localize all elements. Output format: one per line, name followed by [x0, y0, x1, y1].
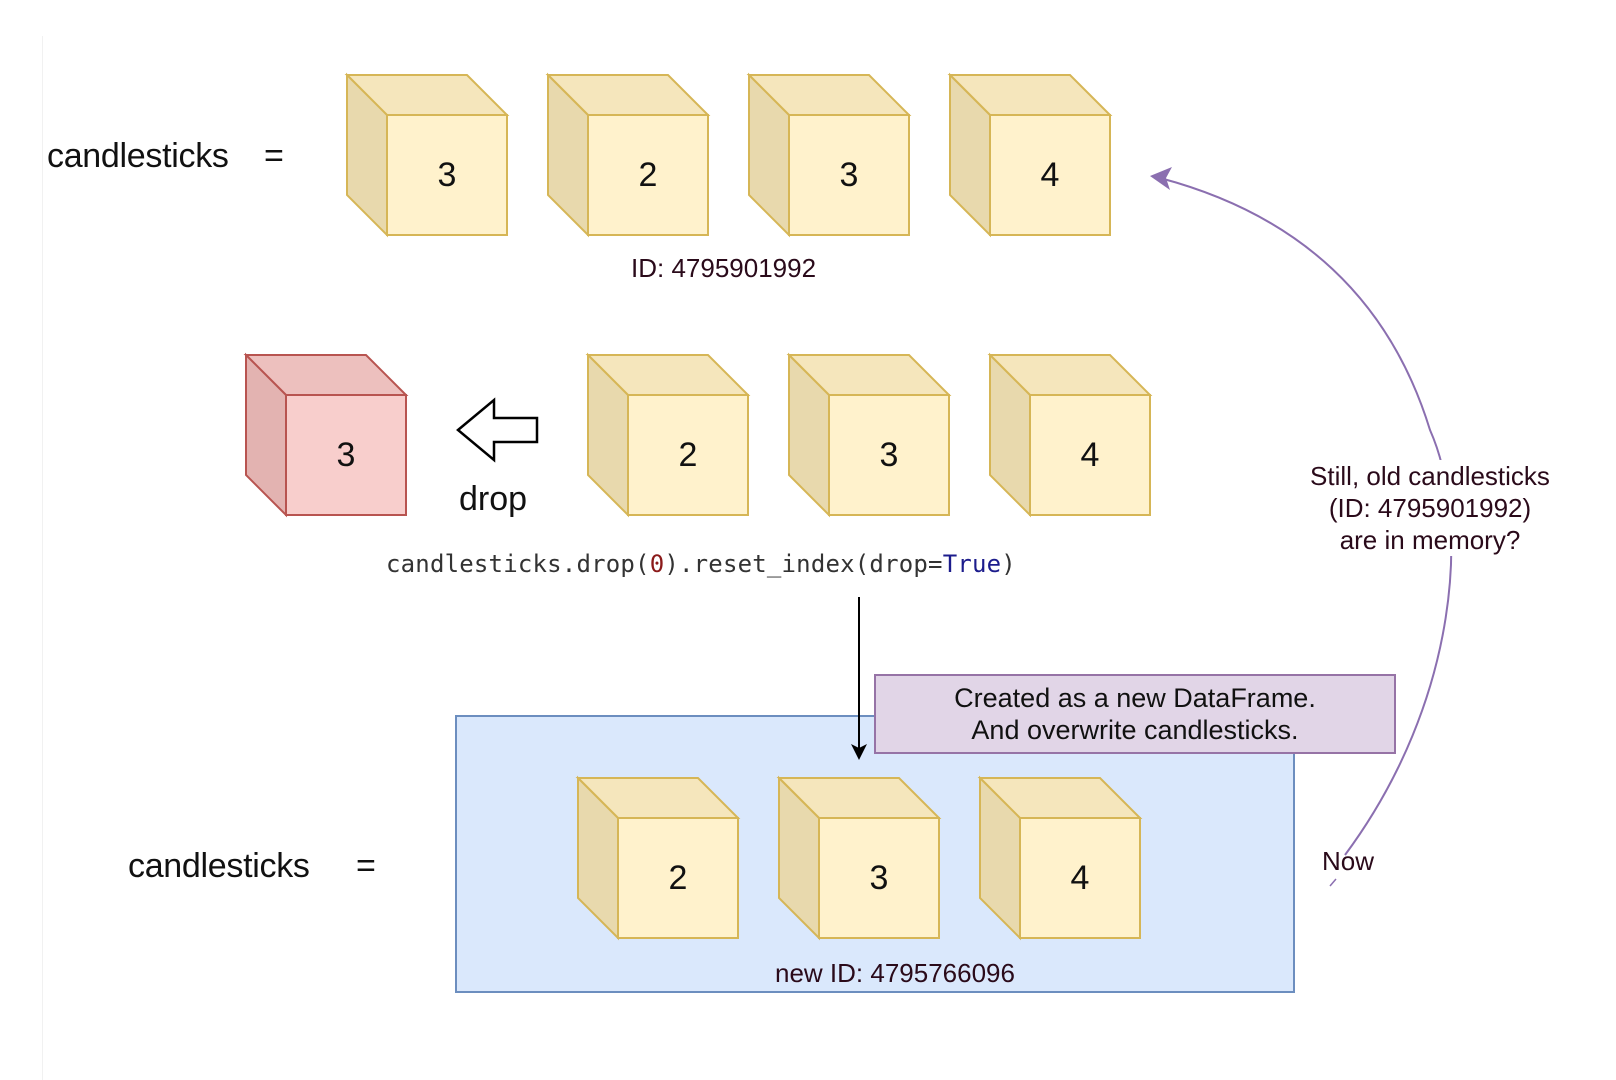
cube-shape [545, 72, 711, 238]
cube-shape [977, 775, 1143, 941]
drop-label: drop [459, 480, 528, 518]
cube-shape [344, 72, 510, 238]
new-id-label: new ID: 4795766096 [775, 958, 1015, 988]
note-line-2: And overwrite candlesticks. [971, 715, 1299, 745]
cube-shape [243, 352, 409, 518]
cube-value: 4 [1070, 859, 1090, 897]
top-variable-label: candlesticks [47, 137, 229, 175]
cube-value: 4 [1040, 156, 1060, 194]
cube-front-face [587, 114, 709, 236]
middle-cube-2: 3 [786, 352, 952, 518]
cube-front-face [828, 394, 950, 516]
cube-shape [585, 352, 751, 518]
cube-front-face [989, 114, 1111, 236]
bottom-cube-2: 3 [776, 775, 942, 941]
cube-value: 3 [869, 859, 889, 897]
top-cube-2: 2 [545, 72, 711, 238]
cube-front-face [386, 114, 508, 236]
cube-value: 3 [879, 436, 899, 474]
code-keyword: True [942, 550, 1002, 578]
top-cube-3: 3 [746, 72, 912, 238]
code-suffix: ) [1001, 550, 1016, 578]
cube-front-face [818, 817, 940, 939]
cube-shape [786, 352, 952, 518]
cube-value: 2 [638, 156, 658, 194]
memory-question: Still, old candlesticks (ID: 4795901992)… [1290, 460, 1570, 556]
cube-shape [947, 72, 1113, 238]
bottom-cube-3: 4 [977, 775, 1143, 941]
bottom-variable-label: candlesticks [128, 847, 310, 885]
middle-cube-1: 2 [585, 352, 751, 518]
dropped-cube: 3 [243, 352, 409, 518]
cube-shape [575, 775, 741, 941]
cube-value: 3 [336, 436, 356, 474]
question-line-1: Still, old candlesticks [1310, 461, 1550, 491]
memory-curve-arrowhead-icon [1150, 167, 1172, 190]
cube-front-face [1019, 817, 1141, 939]
middle-cube-3: 4 [987, 352, 1153, 518]
cube-shape [746, 72, 912, 238]
top-id-label: ID: 4795901992 [631, 253, 817, 283]
cube-front-face [627, 394, 749, 516]
cube-front-face [285, 394, 407, 516]
cube-value: 4 [1080, 436, 1100, 474]
cube-value: 2 [678, 436, 698, 474]
left-margin-rule [42, 36, 43, 1080]
bottom-equals-sign: = [356, 847, 376, 885]
top-equals-sign: = [264, 137, 284, 175]
cube-value: 3 [437, 156, 457, 194]
code-arg: 0 [649, 550, 665, 578]
cube-front-face [1029, 394, 1151, 516]
code-middle: ).reset_index(drop= [664, 550, 943, 578]
cube-front-face [617, 817, 739, 939]
now-tick [1329, 878, 1337, 887]
top-cube-1: 3 [344, 72, 510, 238]
cube-value: 3 [839, 156, 859, 194]
cube-shape [987, 352, 1153, 518]
now-label: Now [1322, 846, 1375, 876]
cube-value: 2 [668, 859, 688, 897]
question-line-3: are in memory? [1339, 525, 1521, 555]
bottom-cube-1: 2 [575, 775, 741, 941]
cube-shape [776, 775, 942, 941]
question-line-2: (ID: 4795901992) [1328, 493, 1532, 523]
top-cube-4: 4 [947, 72, 1113, 238]
note-line-1: Created as a new DataFrame. [954, 683, 1316, 713]
note-box: Created as a new DataFrame. And overwrit… [874, 674, 1396, 754]
code-prefix: candlesticks.drop( [386, 550, 650, 578]
cube-front-face [788, 114, 910, 236]
code-snippet: candlesticks.drop(0).reset_index(drop=Tr… [386, 550, 1016, 578]
